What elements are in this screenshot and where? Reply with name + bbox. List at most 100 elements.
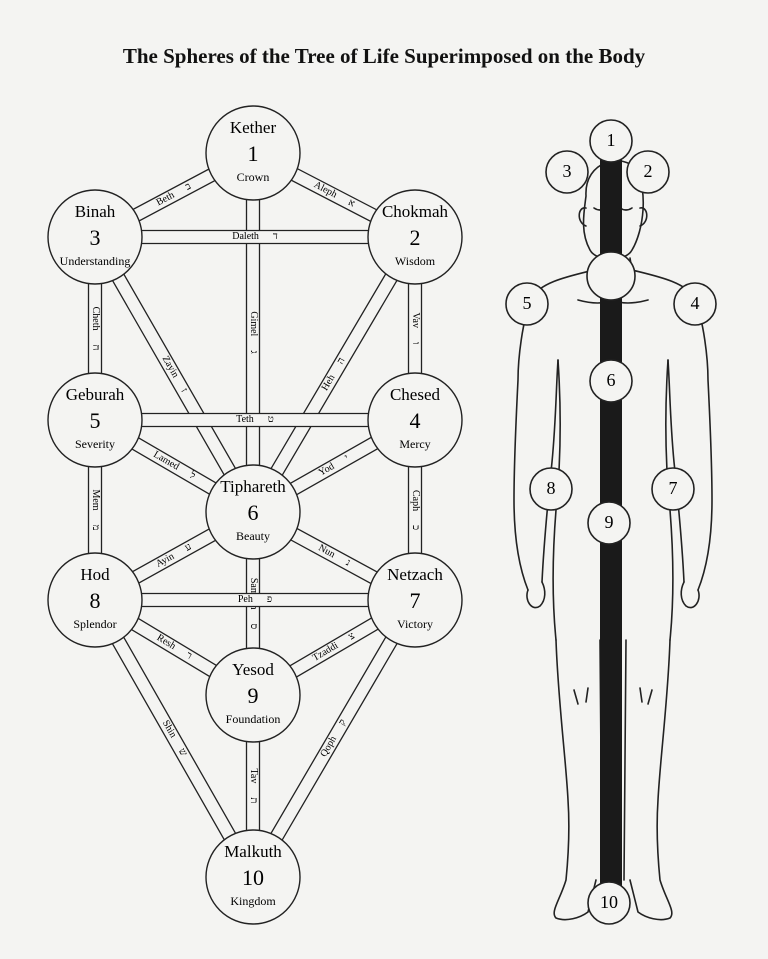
hebrew-letter: ו: [410, 342, 421, 345]
torso-right-outline: [629, 257, 713, 591]
path-name: Tav: [248, 769, 259, 784]
leg-left-outline: [553, 639, 597, 921]
hebrew-letter: ת: [248, 797, 259, 803]
path-label: Cheth ח: [90, 307, 101, 351]
path-name: Peh: [238, 594, 253, 605]
body-point-number: 10: [600, 892, 618, 912]
path-name: Mem: [90, 489, 101, 510]
body-point-5: 5: [505, 282, 549, 326]
throat-circle: [586, 251, 636, 301]
sphere-number: 9: [248, 683, 259, 708]
body-point-number: 3: [563, 161, 572, 181]
sphere-name: Netzach: [387, 565, 443, 584]
path-label: Vav ו: [410, 312, 421, 344]
body-point-number: 1: [607, 130, 616, 150]
path-name: Vav: [410, 312, 421, 328]
leg-right-outline: [629, 639, 673, 921]
path-name: Caph: [410, 490, 421, 511]
sphere-circle: [367, 372, 463, 468]
body-point-circle: [626, 150, 670, 194]
page-title: The Spheres of the Tree of Life Superimp…: [122, 44, 646, 68]
sphere-circle: [367, 552, 463, 648]
sphere-name: Chokmah: [382, 202, 449, 221]
hebrew-letter: י: [343, 453, 351, 464]
hebrew-letter: ק: [337, 718, 349, 728]
torso-left-outline: [513, 257, 597, 591]
path-label: Tav ת: [248, 769, 259, 804]
sphere-number: 5: [90, 408, 101, 433]
path-label: Peh פ: [238, 594, 272, 605]
hebrew-letter: ז: [178, 387, 189, 395]
path-name: Daleth: [232, 231, 259, 242]
hand-right-outline: [680, 581, 700, 609]
arm-right-inner-outline: [667, 359, 685, 583]
sphere-meaning: Wisdom: [395, 254, 436, 268]
arm-left-inner-outline: [541, 359, 559, 583]
sphere-circle: [205, 829, 301, 925]
body-point-4: 4: [673, 282, 717, 326]
path-name: Teth: [236, 414, 254, 425]
path-label: Gimel ג: [248, 311, 259, 353]
sphere-circle: [205, 105, 301, 201]
hand-left-outline: [526, 581, 546, 609]
body-point-circle: [589, 359, 633, 403]
sphere-name: Binah: [75, 202, 116, 221]
hebrew-letter: ש: [176, 747, 189, 759]
body-point-10: 10: [587, 881, 631, 925]
sphere-circle: [367, 189, 463, 285]
sphere-meaning: Splendor: [73, 617, 116, 631]
sphere-name: Hod: [80, 565, 110, 584]
hebrew-letter: ב: [184, 181, 194, 193]
body-point-circle: [587, 881, 631, 925]
body-point-circle: [589, 119, 633, 163]
body-point-6: 6: [589, 359, 633, 403]
sphere-name: Malkuth: [224, 842, 282, 861]
body-point-7: 7: [651, 467, 695, 511]
sphere-meaning: Victory: [397, 617, 433, 631]
body-point-circle: [587, 501, 631, 545]
body-point-2: 2: [626, 150, 670, 194]
body-point-number: 7: [669, 478, 678, 498]
hebrew-letter: פ: [267, 594, 272, 605]
path-name: Cheth: [90, 307, 101, 331]
sphere-name: Geburah: [66, 385, 125, 404]
ear-left-outline: [578, 207, 587, 227]
sphere-circle: [47, 552, 143, 648]
path-label: Memמ: [90, 489, 101, 530]
sphere-number: 7: [410, 588, 421, 613]
body-point-circle: [529, 467, 573, 511]
sphere-circle: [47, 372, 143, 468]
body-point-1: 1: [589, 119, 633, 163]
body-point-9: 9: [587, 501, 631, 545]
sphere-number: 1: [248, 141, 259, 166]
body-point-circle: [673, 282, 717, 326]
ear-right-outline: [639, 207, 648, 227]
sphere-meaning: Severity: [75, 437, 115, 451]
path-name: Gimel: [248, 311, 259, 336]
hebrew-letter: ה: [335, 356, 348, 367]
body-point-number: 5: [523, 293, 532, 313]
sphere-meaning: Kingdom: [230, 894, 276, 908]
sphere-meaning: Foundation: [226, 712, 281, 726]
hebrew-letter: ר: [184, 650, 194, 662]
sphere-meaning: Mercy: [399, 437, 430, 451]
body-point-3: 3: [545, 150, 589, 194]
hebrew-letter: ג: [248, 350, 259, 353]
hebrew-letter: ס: [248, 623, 259, 629]
sphere-meaning: Beauty: [236, 529, 270, 543]
hebrew-letter: ח: [90, 344, 101, 350]
sphere-circle: [205, 464, 301, 560]
sphere-number: 4: [410, 408, 421, 433]
